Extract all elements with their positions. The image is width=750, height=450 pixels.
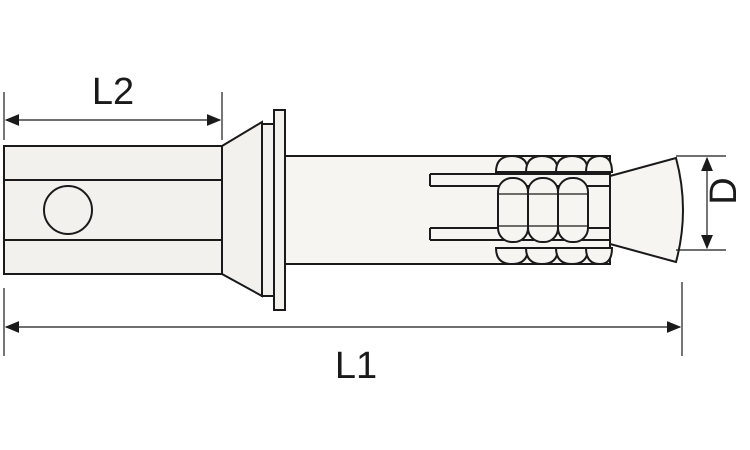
washer: [261, 109, 286, 311]
cone-collar: [221, 120, 263, 298]
l2-label: L2: [92, 71, 134, 113]
dimension-l1: L1: [3, 282, 683, 387]
dimension-l2: L2: [3, 71, 223, 140]
expansion-rings: [494, 154, 614, 266]
l1-label: L1: [335, 345, 377, 387]
d-label: D: [703, 177, 745, 204]
dimension-d: D: [676, 155, 745, 251]
cross-hole: [43, 185, 93, 235]
hex-nut: [3, 145, 223, 275]
cone-nut: [609, 156, 684, 264]
